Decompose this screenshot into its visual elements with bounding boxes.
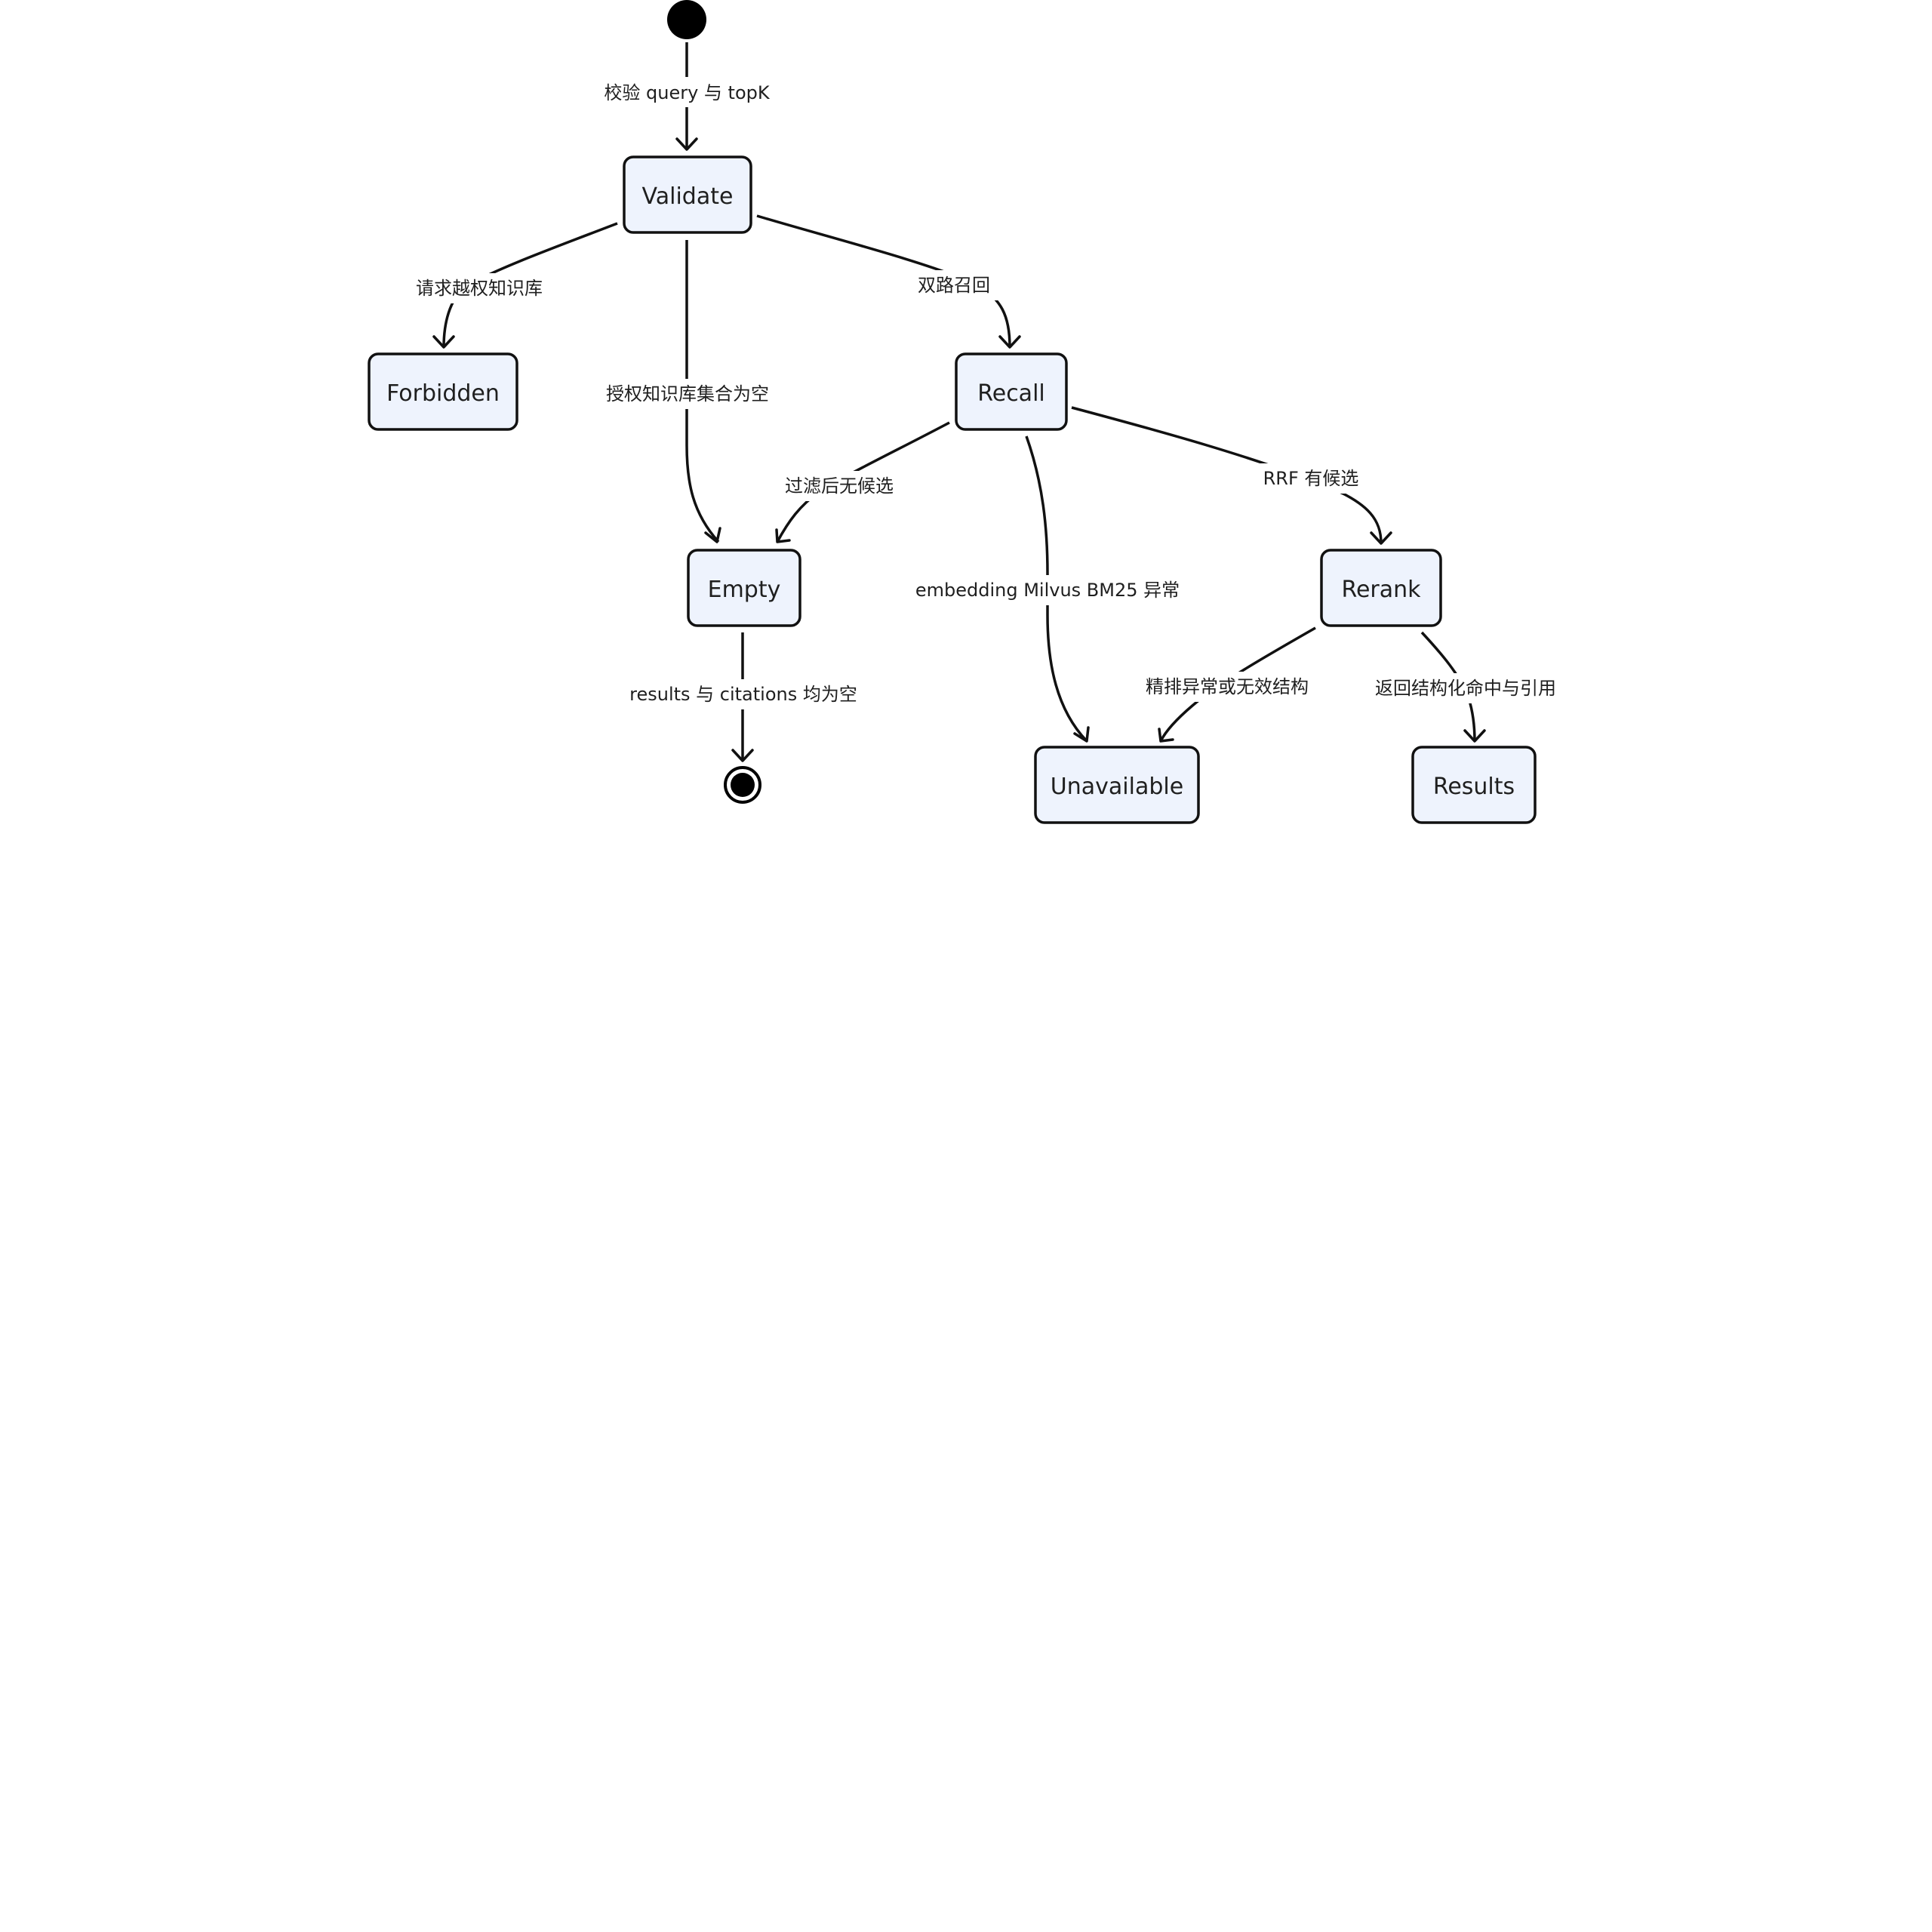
- state-results: Results: [1411, 746, 1537, 824]
- arrow-recall-rerank: [1370, 531, 1392, 545]
- state-recall-label: Recall: [977, 380, 1045, 407]
- label-validate-empty: 授权知识库集合为空: [606, 383, 769, 405]
- state-rerank: Rerank: [1320, 549, 1442, 627]
- initial-state: [667, 0, 706, 39]
- label-validate-recall: 双路召回: [918, 275, 990, 296]
- label-recall-rerank: RRF 有候选: [1263, 468, 1359, 489]
- state-results-label: Results: [1433, 774, 1515, 800]
- label-validate-forbidden: 请求越权知识库: [416, 278, 543, 299]
- label-empty-end: results 与 citations 均为空: [629, 684, 857, 705]
- state-empty-label: Empty: [708, 577, 781, 603]
- state-validate: Validate: [623, 155, 752, 234]
- state-forbidden-label: Forbidden: [386, 380, 500, 407]
- arrow-start-validate: [675, 137, 698, 151]
- label-start-validate: 校验 query 与 topK: [604, 82, 770, 103]
- arrow-validate-forbidden: [432, 335, 455, 349]
- label-rerank-results: 返回结构化命中与引用: [1375, 678, 1556, 699]
- arrow-recall-empty: [775, 528, 791, 543]
- label-rerank-unavailable: 精排异常或无效结构: [1146, 676, 1309, 697]
- arrow-rerank-unavailable: [1158, 728, 1174, 743]
- arrow-rerank-results: [1463, 729, 1486, 743]
- state-unavailable-label: Unavailable: [1051, 774, 1183, 800]
- arrow-empty-end: [731, 749, 754, 762]
- state-forbidden: Forbidden: [368, 352, 518, 431]
- state-rerank-label: Rerank: [1341, 577, 1421, 603]
- state-unavailable: Unavailable: [1034, 746, 1200, 824]
- arrow-recall-unavailable: [1073, 726, 1090, 743]
- label-recall-empty: 过滤后无候选: [785, 475, 894, 497]
- state-empty: Empty: [687, 549, 801, 627]
- edge-validate-empty: [685, 240, 720, 543]
- arrow-validate-empty: [704, 527, 721, 543]
- state-validate-label: Validate: [642, 183, 734, 210]
- state-recall: Recall: [955, 352, 1068, 431]
- final-state: [724, 766, 761, 804]
- arrow-validate-recall: [998, 335, 1021, 349]
- edge-labels: 校验 query 与 topK 请求越权知识库 授权知识库集合为空 双路召回 过…: [408, 77, 1564, 709]
- label-recall-unavailable: embedding Milvus BM25 异常: [915, 580, 1180, 601]
